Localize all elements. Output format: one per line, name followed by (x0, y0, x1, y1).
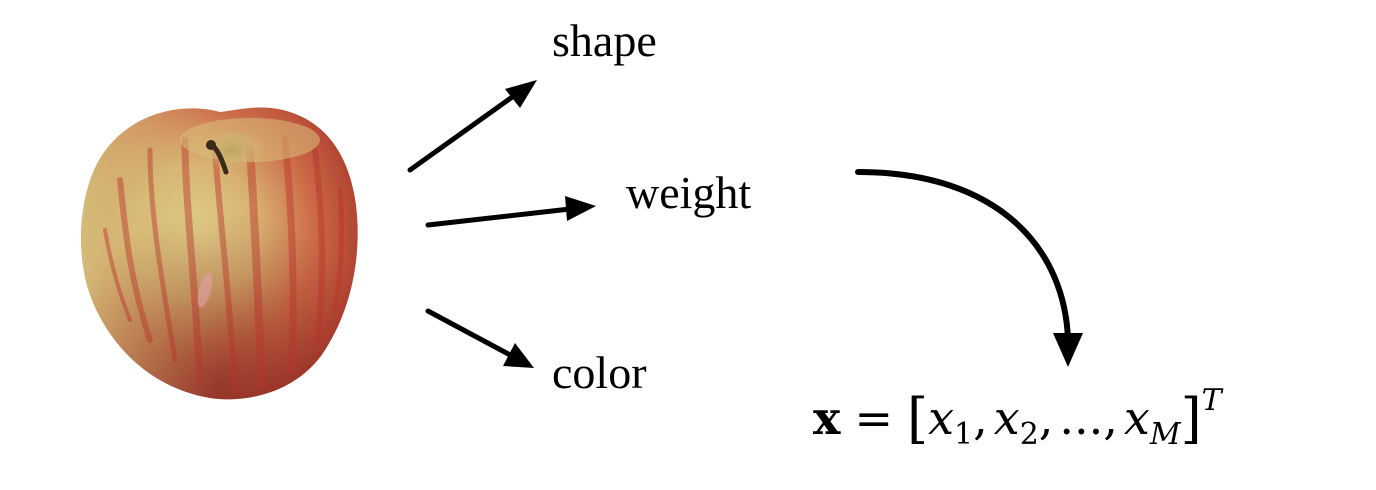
arrow-to-shape (407, 80, 537, 173)
arrow-to-weight (425, 196, 596, 228)
formula-vector-symbol: x (813, 391, 841, 445)
formula-x2: x (993, 391, 1020, 445)
formula-equals: = (854, 391, 893, 445)
apple-icon (81, 107, 358, 400)
arrow-to-feature-vector (855, 169, 1083, 367)
formula-xm: x (1123, 391, 1150, 445)
formula-transpose: T (1201, 383, 1222, 418)
formula-x1-subscript: 1 (954, 417, 974, 452)
arrow-to-color (425, 308, 534, 368)
formula-xm-subscript: M (1149, 417, 1181, 452)
formula-x2-subscript: 2 (1019, 417, 1039, 452)
formula-close-bracket: ] (1180, 387, 1202, 450)
feature-label-weight: weight (626, 167, 752, 218)
feature-label-color: color (552, 347, 647, 398)
formula-ellipsis: ... (1059, 391, 1104, 445)
feature-label-shape: shape (552, 15, 657, 66)
formula-x1: x (928, 391, 955, 445)
formula-open-bracket: [ (906, 387, 929, 450)
feature-vector-formula: x=[x1,x2,...,xM]T (813, 383, 1222, 452)
apple-streaks (103, 136, 345, 393)
